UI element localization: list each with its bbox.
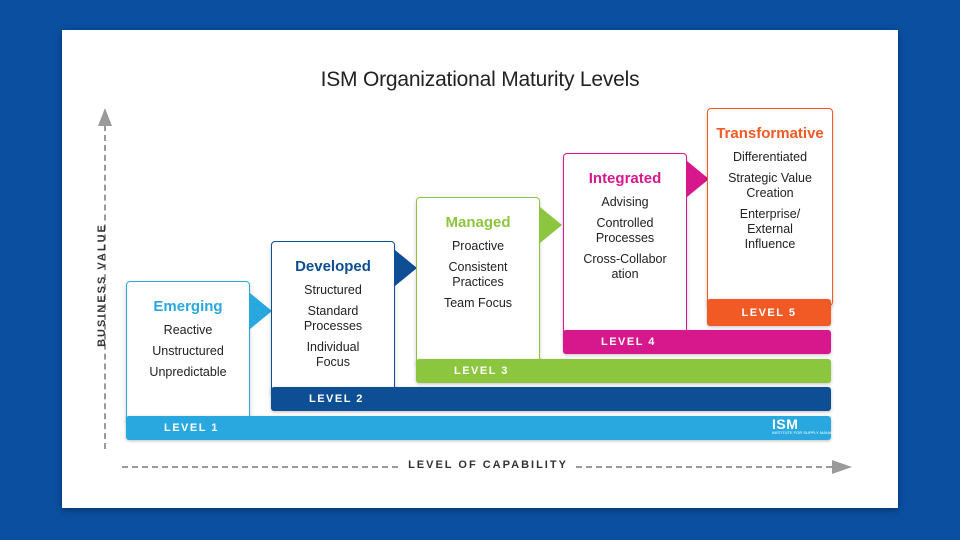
level-3-name: Managed [445,214,511,231]
x-axis-line-right [576,466,832,468]
level-3-box: Managed Proactive Consistent Practices T… [416,197,540,365]
level-4-item: Cross-Collaboration [583,252,667,281]
level-1-arrow-icon [250,293,272,329]
level-4-arrow-icon [687,161,709,197]
level-1-item: Reactive [163,323,213,337]
y-axis-arrow-icon [98,108,112,126]
level-2-name: Developed [295,258,371,275]
level-1-bar: LEVEL 1 [126,416,831,440]
level-2-bar: LEVEL 2 [271,387,831,411]
level-2-box: Developed Structured Standard Processes … [271,241,395,395]
level-5-item: Strategic Value Creation [728,171,812,200]
y-axis-line [104,125,106,449]
level-4-item: Advising [601,195,649,209]
level-1-item: Unstructured [152,344,224,358]
logo-tagline: INSTITUTE FOR SUPPLY MANAGEMENT [772,430,849,435]
level-1-box: Emerging Reactive Unstructured Unpredict… [126,281,250,423]
level-1-bar-label: LEVEL 1 [164,422,219,434]
level-2-bar-label: LEVEL 2 [309,393,364,405]
level-4-bar: LEVEL 4 [563,330,831,354]
x-axis-line-left [122,466,398,468]
level-3-bar-label: LEVEL 3 [454,365,509,377]
level-5-item: Differentiated [732,150,808,164]
level-5-bar: LEVEL 5 [707,299,831,326]
level-4-item: Controlled Processes [595,216,655,245]
level-3-item: Team Focus [443,296,513,310]
level-3-bar: LEVEL 3 [416,359,831,383]
level-5-box: Transformative Differentiated Strategic … [707,108,833,306]
ism-logo: ISM INSTITUTE FOR SUPPLY MANAGEMENT [772,416,849,435]
level-4-bar-label: LEVEL 4 [601,336,656,348]
x-axis-arrow-icon [832,460,852,474]
level-2-item: Standard Processes [303,304,363,333]
level-5-item: Enterprise/ External Influence [739,207,801,251]
logo-text: ISM [772,416,799,432]
level-2-item: Individual Focus [306,340,360,369]
level-4-box: Integrated Advising Controlled Processes… [563,153,687,335]
level-3-item: Proactive [451,239,505,253]
level-4-name: Integrated [588,170,662,187]
level-5-name: Transformative [716,125,824,142]
level-2-arrow-icon [395,250,417,286]
level-5-bar-label: LEVEL 5 [741,306,797,319]
x-axis-label: LEVEL OF CAPABILITY [408,459,568,471]
level-3-arrow-icon [540,207,562,243]
level-3-item: Consistent Practices [448,260,508,289]
level-1-item: Unpredictable [149,365,227,379]
diagram-title: ISM Organizational Maturity Levels [320,68,640,91]
level-2-item: Structured [304,283,362,297]
level-1-name: Emerging [153,298,223,315]
y-axis-label: BUSINESS VALUE [96,223,108,347]
